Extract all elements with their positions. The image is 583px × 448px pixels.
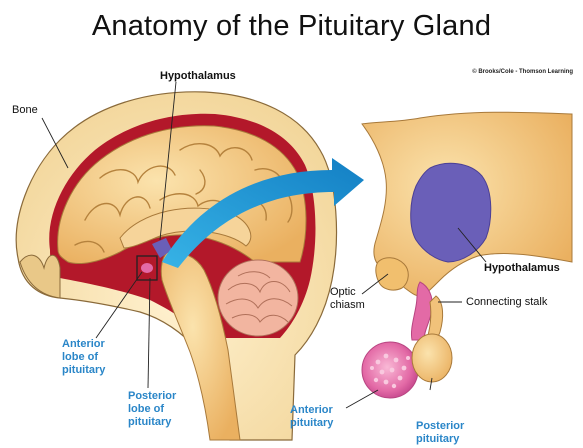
label-posterior-pituitary-line2: pituitary: [416, 433, 464, 446]
label-anterior-lobe-line2: lobe of: [62, 351, 105, 364]
label-anterior-lobe: Anterior lobe of pituitary: [62, 338, 105, 377]
label-connecting-stalk: Connecting stalk: [466, 296, 547, 309]
label-bone: Bone: [12, 104, 38, 117]
cerebellum: [218, 260, 298, 336]
label-optic-chiasm-line1: Optic: [330, 286, 365, 299]
pituitary-small: [141, 263, 153, 273]
label-posterior-pituitary: Posterior pituitary: [416, 420, 464, 446]
label-anterior-pituitary: Anterior pituitary: [290, 404, 333, 430]
label-anterior-pituitary-line2: pituitary: [290, 417, 333, 430]
label-anterior-pituitary-line1: Anterior: [290, 404, 333, 417]
label-posterior-lobe-line1: Posterior: [128, 390, 176, 403]
label-posterior-lobe-line2: lobe of: [128, 403, 176, 416]
hypothalamus-large: [411, 163, 491, 262]
label-optic-chiasm-line2: chiasm: [330, 299, 365, 312]
pituitary-magnified: [346, 112, 572, 408]
label-anterior-lobe-line3: pituitary: [62, 364, 105, 377]
label-optic-chiasm: Optic chiasm: [330, 286, 365, 312]
label-hypothalamus-top: Hypothalamus: [160, 70, 236, 83]
posterior-pituitary-shape: [412, 334, 452, 382]
label-posterior-lobe: Posterior lobe of pituitary: [128, 390, 176, 429]
label-posterior-lobe-line3: pituitary: [128, 416, 176, 429]
label-hypothalamus-right: Hypothalamus: [484, 262, 560, 275]
label-posterior-pituitary-line1: Posterior: [416, 420, 464, 433]
label-anterior-lobe-line1: Anterior: [62, 338, 105, 351]
